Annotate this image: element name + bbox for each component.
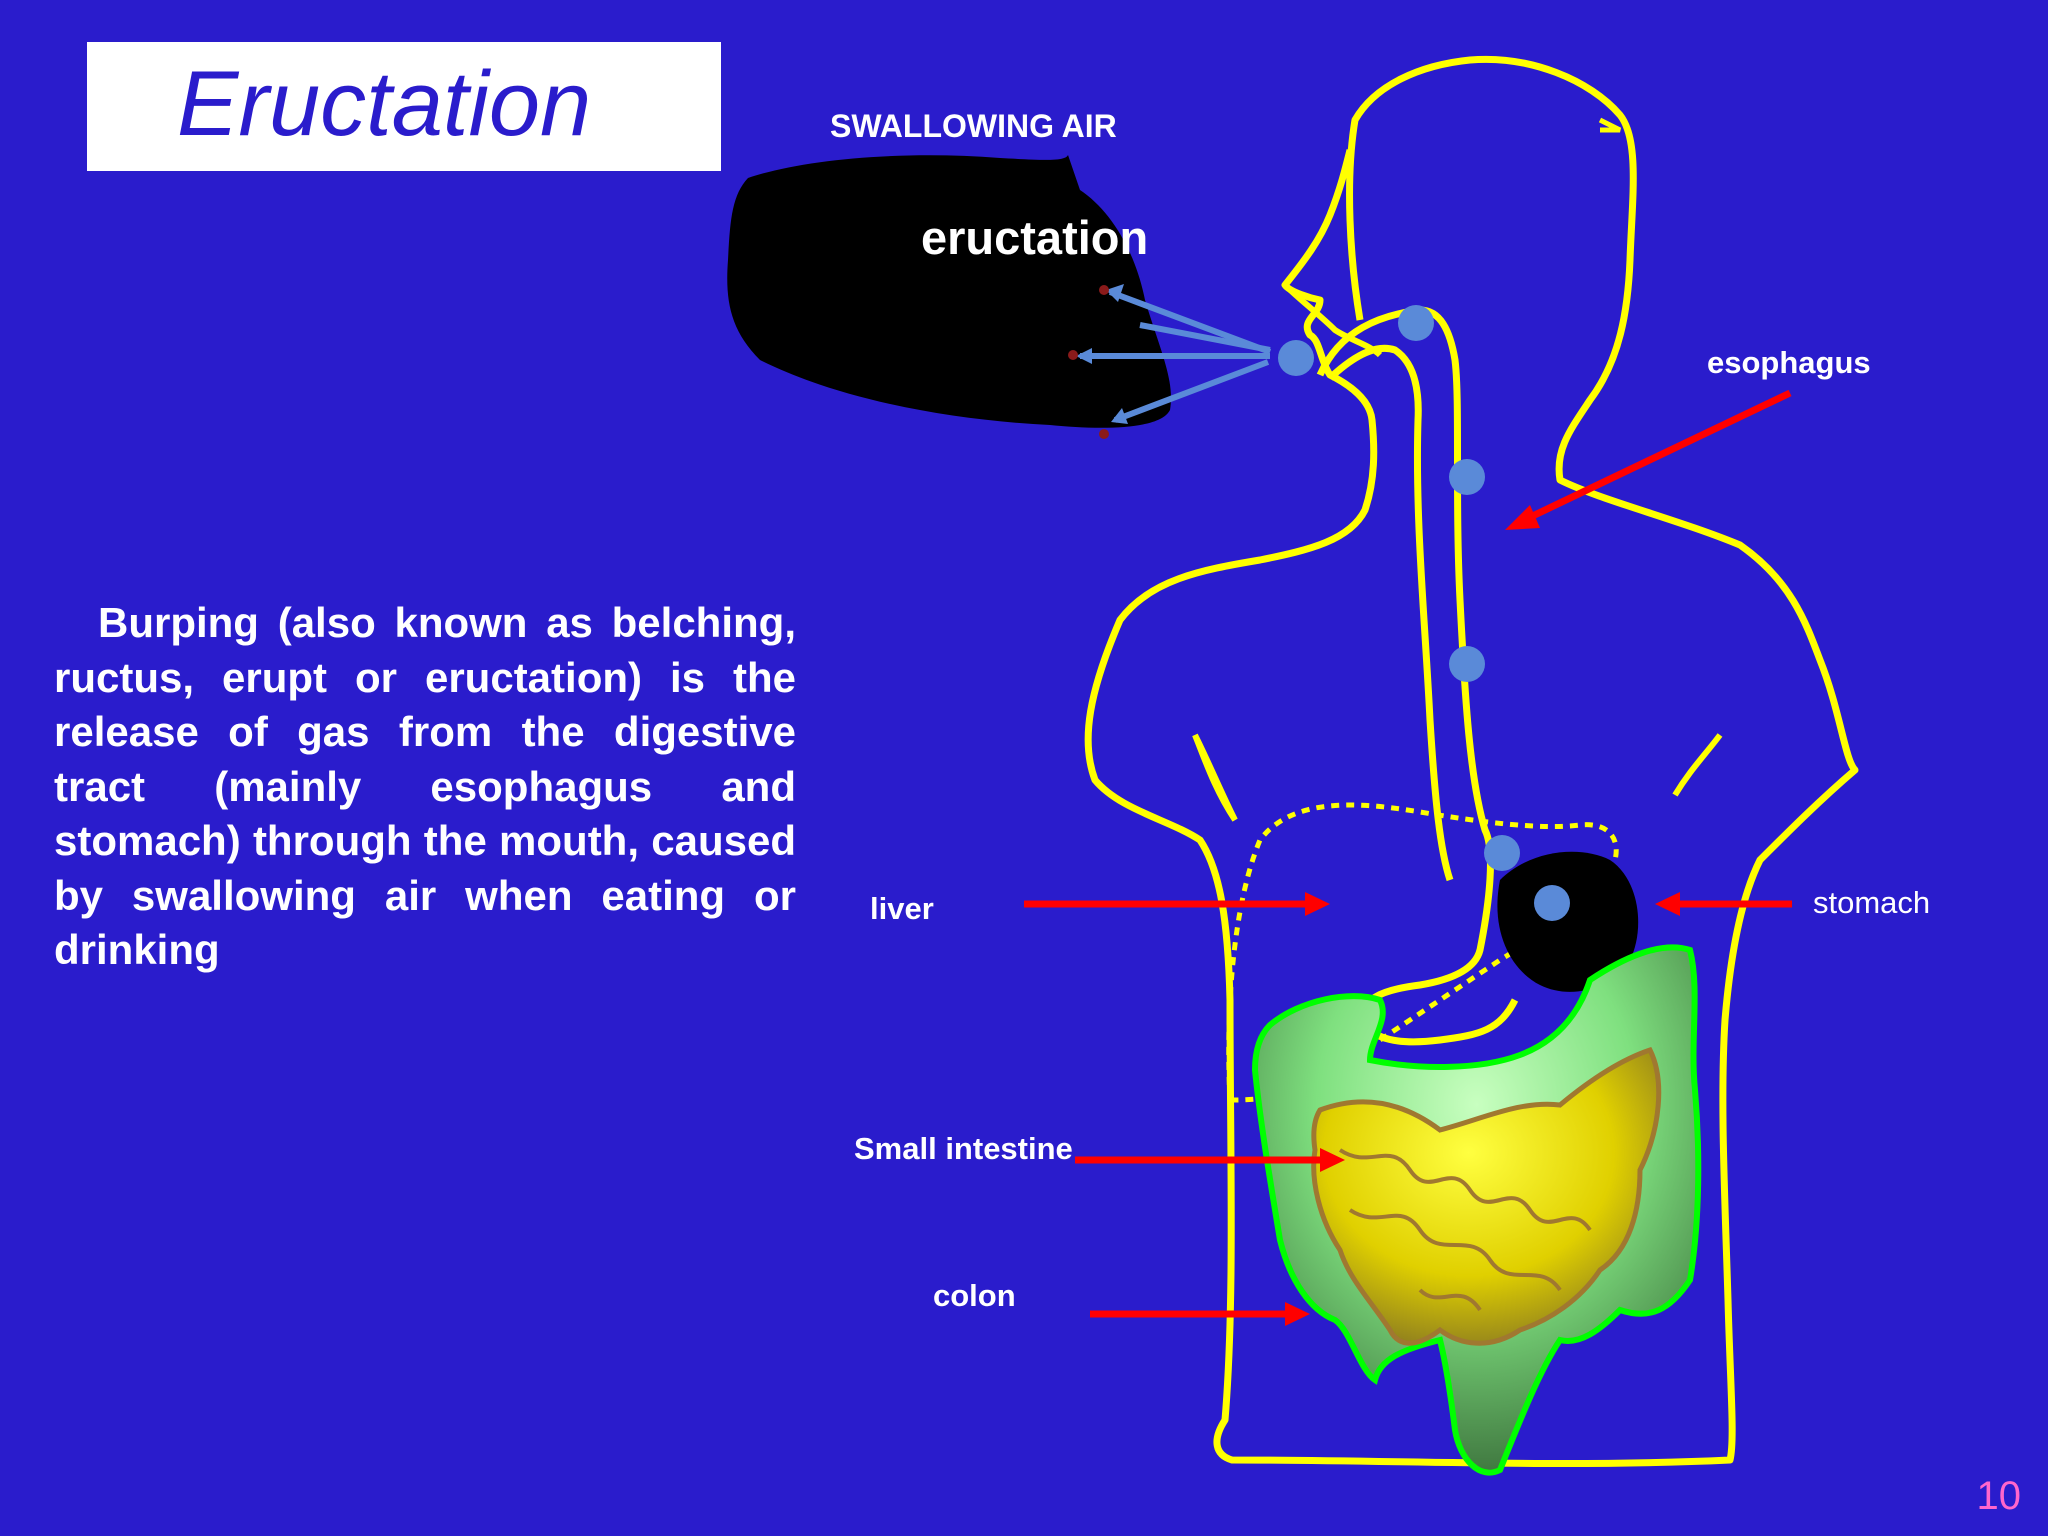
title-box: Eructation <box>87 42 721 171</box>
stomach-shape <box>1497 851 1639 992</box>
air-bubbles <box>1278 305 1570 921</box>
eructation-label: eructation <box>921 211 1149 264</box>
esophagus-label: esophagus <box>1707 345 1871 380</box>
eructation-cloud <box>727 155 1171 428</box>
page-number: 10 <box>1976 1474 2022 1518</box>
air-arrows <box>1080 289 1272 423</box>
small-intestine-label: Small intestine <box>854 1131 1073 1166</box>
body-outline <box>1084 55 1859 1468</box>
swallowing-air-label: SWALLOWING AIR <box>830 108 1117 144</box>
colon-label: colon <box>933 1278 1016 1313</box>
small-intestine-shape <box>1311 1046 1662 1346</box>
label-arrows <box>1024 389 1792 1326</box>
description-text: Burping (also known as belching, ructus,… <box>54 599 796 973</box>
slide-title: Eructation <box>177 53 592 155</box>
liver-label: liver <box>870 891 934 926</box>
stomach-label: stomach <box>1813 885 1931 920</box>
